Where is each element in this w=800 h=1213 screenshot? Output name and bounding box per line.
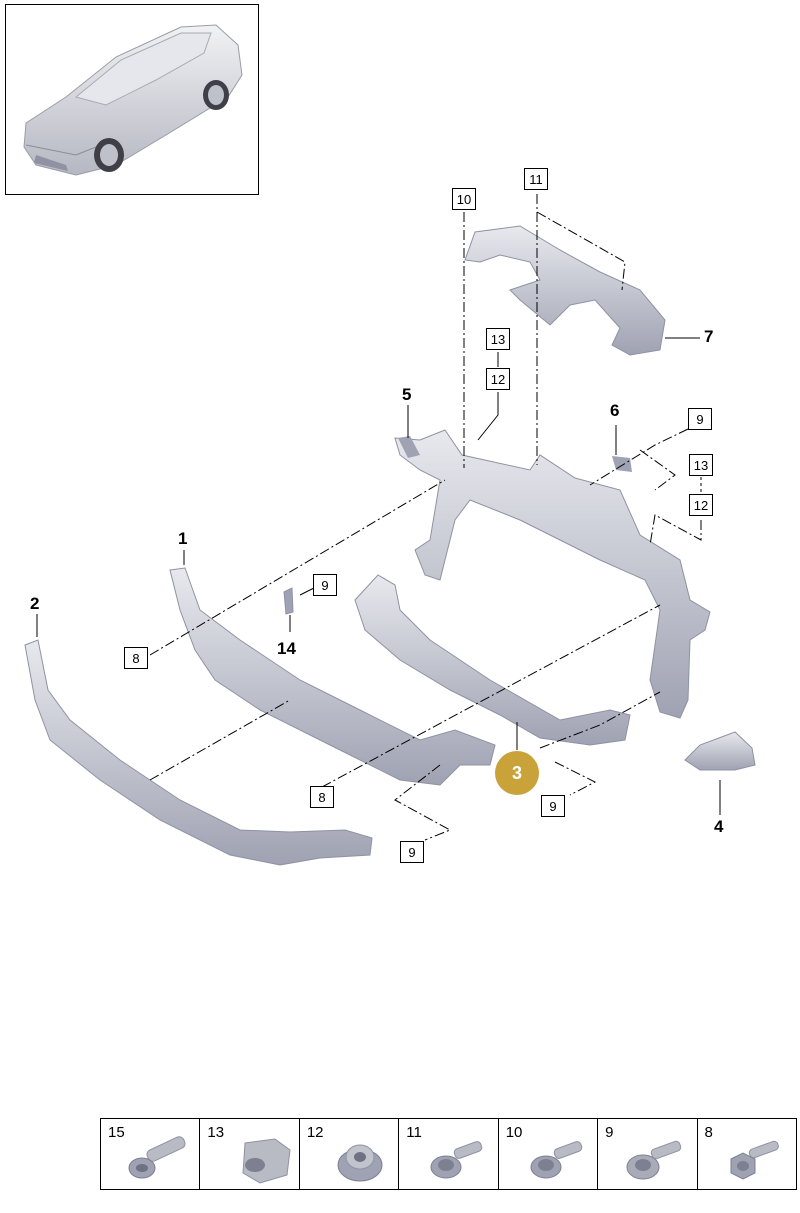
- hex-nut-icon: [242, 1138, 291, 1184]
- part-label-14[interactable]: 14: [277, 639, 296, 658]
- flange-nut-icon: [337, 1144, 383, 1182]
- callout-10[interactable]: 10: [452, 188, 476, 210]
- fastener-cell[interactable]: 12: [300, 1119, 400, 1189]
- fastener-number: 13: [207, 1124, 225, 1141]
- leader-lines: [36, 194, 721, 841]
- part-label-4[interactable]: 4: [714, 817, 724, 836]
- part-frame[interactable]: [394, 429, 711, 719]
- fastener-cell[interactable]: 10: [499, 1119, 599, 1189]
- fastener-cell[interactable]: 13: [200, 1119, 300, 1189]
- vehicle-thumbnail: [5, 4, 259, 195]
- fastener-number: 15: [108, 1124, 125, 1141]
- callout-12[interactable]: 12: [689, 494, 713, 516]
- part-2-spoiler[interactable]: [24, 639, 373, 866]
- washer-bolt-icon: [626, 1140, 682, 1180]
- part-label-5[interactable]: 5: [402, 385, 412, 404]
- fastener-cell[interactable]: 15: [101, 1119, 201, 1189]
- fastener-cell[interactable]: 11: [399, 1119, 499, 1189]
- part-label-1[interactable]: 1: [178, 529, 188, 548]
- fastener-legend: 15 13 12 11: [100, 1118, 797, 1190]
- fastener-number: 9: [605, 1124, 614, 1141]
- part-3-crossmember[interactable]: [354, 574, 631, 746]
- hex-bolt-icon: [730, 1140, 779, 1180]
- fastener-number: 12: [306, 1124, 324, 1141]
- callout-8[interactable]: 8: [310, 786, 334, 808]
- part-label-2[interactable]: 2: [30, 594, 40, 613]
- part-4-bracket[interactable]: [684, 731, 756, 771]
- callout-9[interactable]: 9: [400, 841, 424, 863]
- part-1-bumper-beam[interactable]: [169, 567, 496, 786]
- callout-12[interactable]: 12: [486, 368, 510, 390]
- part-label-6[interactable]: 6: [610, 401, 620, 420]
- part-7-cover[interactable]: [464, 225, 666, 356]
- callout-8[interactable]: 8: [124, 647, 148, 669]
- callout-9[interactable]: 9: [541, 795, 565, 817]
- callout-13[interactable]: 13: [689, 454, 713, 476]
- part-14-clip[interactable]: [283, 587, 294, 615]
- long-bolt-icon: [128, 1136, 186, 1179]
- fastener-cell[interactable]: 8: [698, 1119, 796, 1189]
- callout-9[interactable]: 9: [688, 408, 712, 430]
- car-icon: [23, 24, 243, 176]
- part-5-bracket[interactable]: [398, 436, 420, 458]
- fastener-number: 8: [704, 1124, 713, 1141]
- fastener-cell[interactable]: 9: [598, 1119, 698, 1189]
- callout-13[interactable]: 13: [486, 328, 510, 350]
- flange-bolt-icon: [530, 1141, 582, 1179]
- fastener-number: 11: [406, 1124, 422, 1141]
- callout-9[interactable]: 9: [313, 574, 337, 596]
- selected-part-badge[interactable]: 3: [495, 751, 539, 795]
- part-6-bracket[interactable]: [612, 456, 632, 472]
- flange-bolt-icon: [430, 1141, 483, 1179]
- fastener-number: 10: [505, 1124, 523, 1141]
- part-label-7[interactable]: 7: [704, 327, 714, 346]
- callout-11[interactable]: 11: [524, 168, 548, 190]
